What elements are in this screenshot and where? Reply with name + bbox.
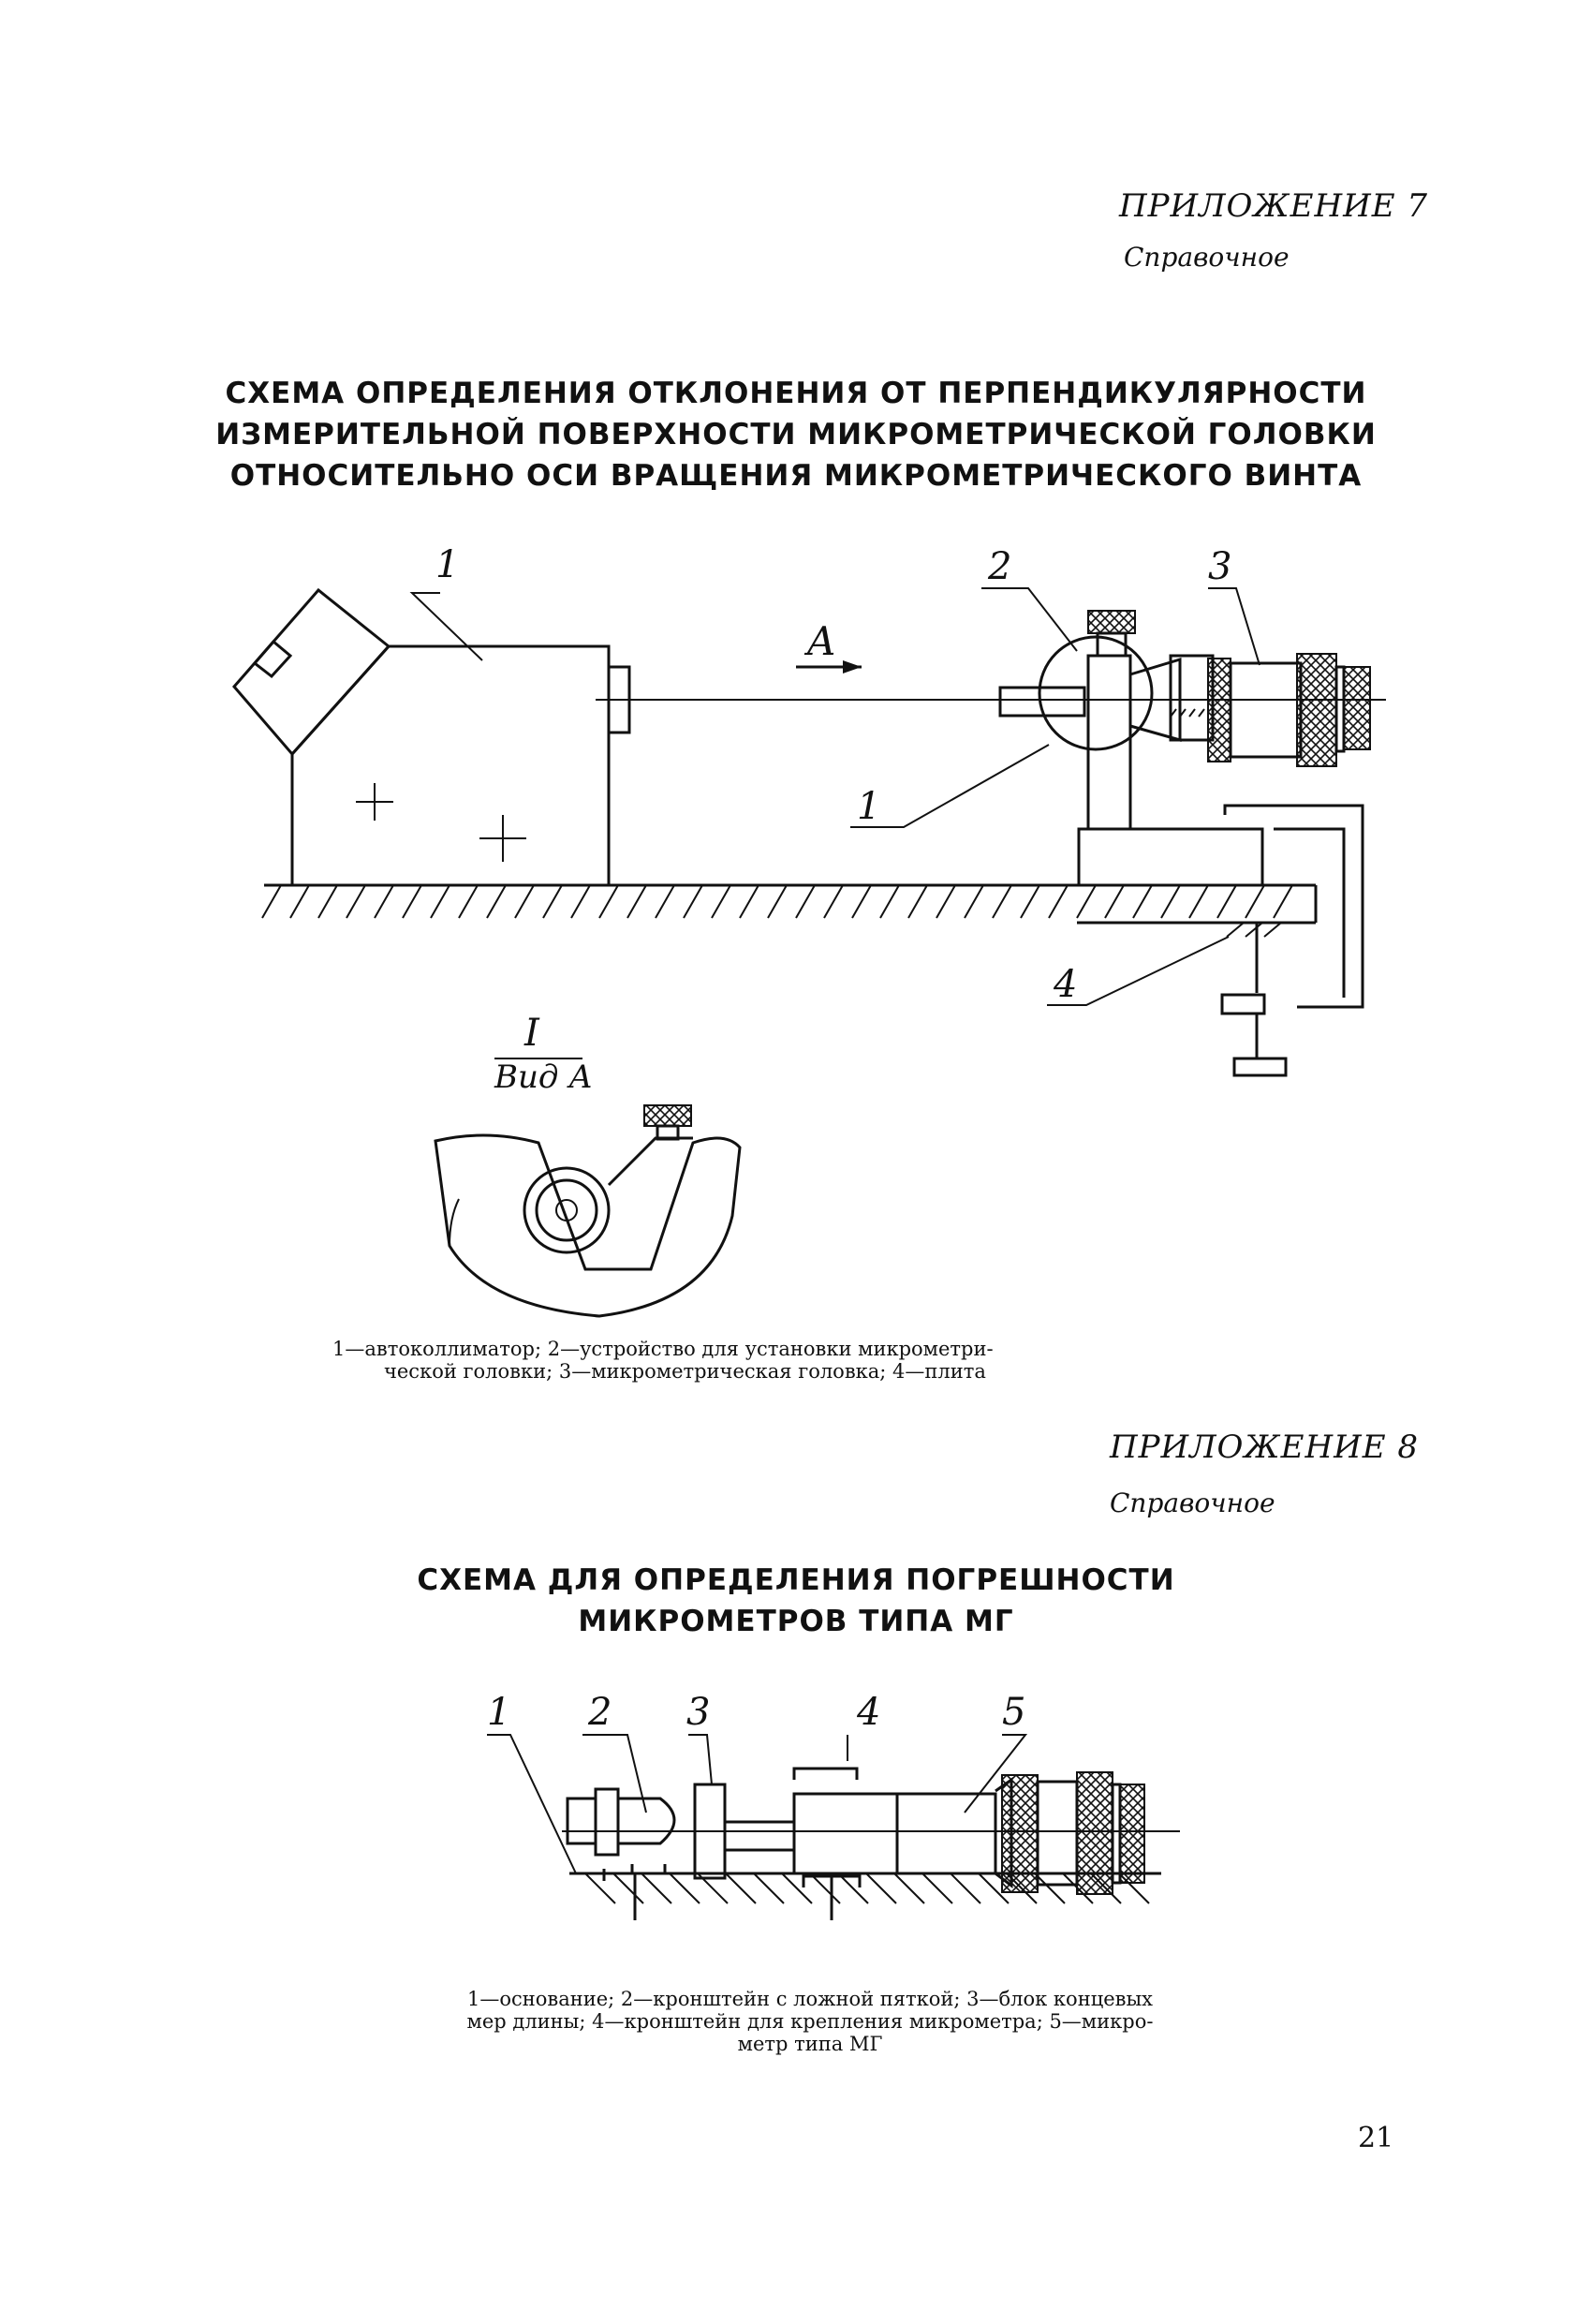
label-4-bracket: 4 <box>857 1691 881 1734</box>
label-2-bracket: 2 <box>588 1691 612 1734</box>
autocollimator <box>232 587 631 885</box>
label-1: 1 <box>435 543 460 586</box>
label-4: 4 <box>1054 963 1078 1006</box>
micrometer-head <box>1129 653 1371 767</box>
appendix-7-caption: 1—автоколлиматор; 2—устройство для устан… <box>332 1338 1278 1383</box>
caption-line: ческой головки; 3—микрометрическая голов… <box>384 1360 986 1383</box>
caption-line: 1—основание; 2—кронштейн с ложной пяткой… <box>466 1988 1154 2010</box>
drawing-autocollimator-setup <box>232 587 1386 1077</box>
base-hatching <box>261 884 1293 919</box>
title-line: СХЕМА ОПРЕДЕЛЕНИЯ ОТКЛОНЕНИЯ ОТ ПЕРПЕНДИ… <box>225 377 1367 410</box>
arrow-a-label: A <box>807 618 836 664</box>
base-hatching-2 <box>584 1873 1150 1904</box>
caption-line: метр типа МГ <box>737 2033 883 2055</box>
mg-micrometer <box>792 1767 1145 1920</box>
false-heel-bracket <box>566 1787 676 1920</box>
label-3: 3 <box>1208 545 1232 588</box>
label-2: 2 <box>988 545 1012 588</box>
caption-line: мер длины; 4—кронштейн для крепления мик… <box>466 2010 1154 2033</box>
appendix-8-caption: 1—основание; 2—кронштейн с ложной пяткой… <box>323 1988 1297 2055</box>
view-name: Вид А <box>494 1058 593 1096</box>
title-line: ИЗМЕРИТЕЛЬНОЙ ПОВЕРХНОСТИ МИКРОМЕТРИЧЕСК… <box>215 418 1377 451</box>
appendix-8-reference: Справочное <box>1110 1488 1275 1518</box>
label-5-micrometer: 5 <box>1002 1691 1026 1734</box>
caption-line: 1—автоколлиматор; 2—устройство для устан… <box>332 1338 994 1360</box>
title-line: СХЕМА ДЛЯ ОПРЕДЕЛЕНИЯ ПОГРЕШНОСТИ <box>417 1563 1175 1597</box>
appendix-8-title: СХЕМА ДЛЯ ОПРЕДЕЛЕНИЯ ПОГРЕШНОСТИ МИКРОМ… <box>328 1560 1264 1642</box>
page-number: 21 <box>1358 2122 1394 2154</box>
title-line: МИКРОМЕТРОВ ТИПА МГ <box>578 1605 1014 1638</box>
view-number: I <box>524 1012 539 1055</box>
appendix-7-title: СХЕМА ОПРЕДЕЛЕНИЯ ОТКЛОНЕНИЯ ОТ ПЕРПЕНДИ… <box>140 373 1452 496</box>
appendix-8-heading: ПРИЛОЖЕНИЕ 8 <box>1110 1428 1420 1466</box>
label-1-holder: 1 <box>857 785 881 828</box>
label-3-gauge: 3 <box>686 1691 711 1734</box>
label-1-base: 1 <box>487 1691 511 1734</box>
micrometer-head-holder <box>998 610 1264 885</box>
appendix-7-heading: ПРИЛОЖЕНИЕ 7 <box>1119 187 1429 225</box>
title-line: ОТНОСИТЕЛЬНО ОСИ ВРАЩЕНИЯ МИКРОМЕТРИЧЕСК… <box>229 459 1363 493</box>
plate-clamp <box>1220 804 1364 1077</box>
view-a-drawing <box>434 1058 742 1318</box>
drawing-mg-micrometer-setup <box>487 1734 1180 1920</box>
appendix-7-reference: Справочное <box>1124 242 1290 273</box>
